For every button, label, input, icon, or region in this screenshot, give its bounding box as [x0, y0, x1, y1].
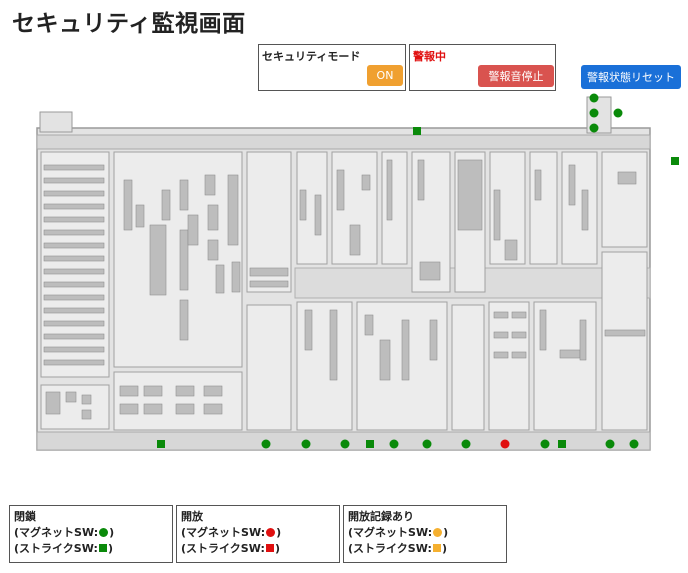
- magnet-sensor-closed[interactable]: [261, 439, 271, 449]
- strike-sensor-closed[interactable]: [157, 440, 165, 448]
- legend-title: 開放記録あり: [348, 510, 414, 523]
- magnet-open-record-icon: [433, 528, 443, 537]
- alarm-status-label: 警報中: [413, 50, 446, 63]
- alarm-reset-button[interactable]: 警報状態リセット: [581, 65, 681, 89]
- strike-sensor-closed[interactable]: [671, 157, 679, 165]
- legend-magnet-label: (マグネットSW:: [348, 526, 433, 539]
- magnet-sensor-closed[interactable]: [589, 108, 599, 118]
- legend-magnet-label: (マグネットSW:: [181, 526, 266, 539]
- legend-closed: 閉鎖 (マグネットSW:) (ストライクSW:): [9, 505, 173, 563]
- magnet-sensor-closed[interactable]: [605, 439, 615, 449]
- floor-plan-walls: [36, 96, 651, 451]
- legend-title: 開放: [181, 510, 203, 523]
- magnet-sensor-closed[interactable]: [461, 439, 471, 449]
- magnet-sensor-closed[interactable]: [422, 439, 432, 449]
- floor-plan: [36, 93, 679, 451]
- strike-sensor-closed[interactable]: [366, 440, 374, 448]
- alarm-sound-stop-button[interactable]: 警報音停止: [478, 65, 554, 87]
- magnet-sensor-closed[interactable]: [629, 439, 639, 449]
- strike-open-icon: [265, 544, 274, 552]
- legend-strike-label: (ストライクSW:: [181, 542, 265, 555]
- legend-strike-label: (ストライクSW:: [348, 542, 432, 555]
- magnet-sensor-open[interactable]: [500, 439, 510, 449]
- security-mode-label: セキュリティモード: [262, 50, 361, 63]
- legend-title: 閉鎖: [14, 510, 36, 523]
- legend-open-record: 開放記録あり (マグネットSW:) (ストライクSW:): [343, 505, 507, 563]
- legend-strike-label: (ストライクSW:: [14, 542, 98, 555]
- legend-magnet-label: (マグネットSW:: [14, 526, 99, 539]
- strike-sensor-closed[interactable]: [558, 440, 566, 448]
- magnet-sensor-closed[interactable]: [589, 123, 599, 133]
- magnet-open-icon: [266, 528, 276, 537]
- alarm-panel: 警報中 警報音停止: [409, 44, 556, 91]
- legend-open: 開放 (マグネットSW:) (ストライクSW:): [176, 505, 340, 563]
- page-title: セキュリティ監視画面: [12, 11, 246, 37]
- magnet-sensor-closed[interactable]: [389, 439, 399, 449]
- magnet-sensor-closed[interactable]: [540, 439, 550, 449]
- magnet-closed-icon: [99, 528, 109, 537]
- floor-plan-furniture: [43, 159, 646, 420]
- sensor-layer: [157, 93, 679, 449]
- magnet-sensor-closed[interactable]: [340, 439, 350, 449]
- magnet-sensor-closed[interactable]: [613, 108, 623, 118]
- strike-closed-icon: [98, 544, 107, 552]
- magnet-sensor-closed[interactable]: [301, 439, 311, 449]
- strike-open-record-icon: [432, 544, 441, 552]
- security-mode-panel: セキュリティモード ON: [258, 44, 406, 91]
- security-mode-on-button[interactable]: ON: [367, 65, 403, 86]
- magnet-sensor-closed[interactable]: [589, 93, 599, 103]
- strike-sensor-closed[interactable]: [413, 127, 421, 135]
